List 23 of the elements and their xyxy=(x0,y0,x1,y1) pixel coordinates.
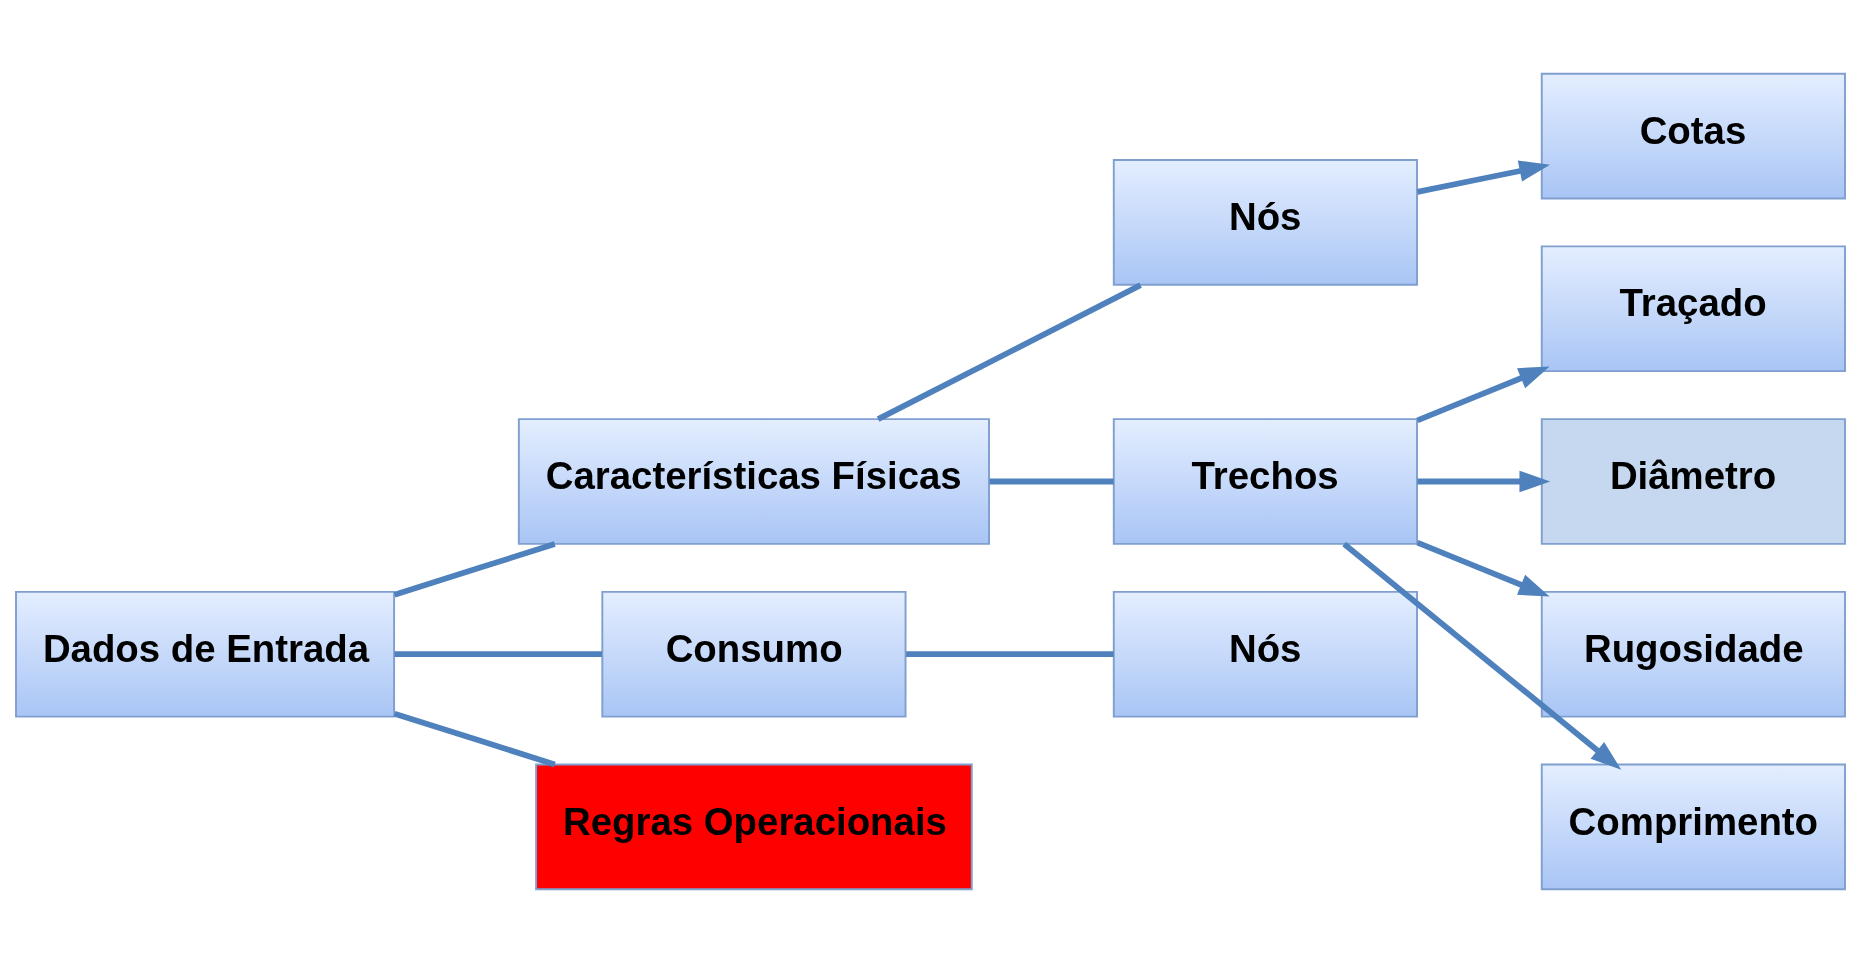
node-box: Nós xyxy=(1112,159,1418,286)
node-box: Cotas xyxy=(1540,72,1846,200)
connector xyxy=(906,651,1114,658)
arrow xyxy=(1416,160,1551,195)
arrow xyxy=(1417,470,1551,493)
node-box: Trechos xyxy=(1112,418,1418,545)
arrow xyxy=(1416,539,1550,597)
node-box: Características Físicas xyxy=(517,418,990,545)
node-box: Dados de Entrada xyxy=(15,590,396,718)
connector xyxy=(393,541,556,598)
node-box: Traçado xyxy=(1540,245,1846,373)
node-box: Comprimento xyxy=(1540,763,1846,891)
node-box: Consumo xyxy=(601,590,907,718)
node-box: Nós xyxy=(1112,590,1418,718)
connector xyxy=(393,710,556,768)
connector xyxy=(989,478,1114,485)
arrow xyxy=(1342,541,1622,770)
connector xyxy=(876,282,1142,422)
connector xyxy=(394,651,602,658)
arrow xyxy=(1416,366,1550,424)
node-box: Regras Operacionais xyxy=(535,763,973,891)
node-box: Diâmetro xyxy=(1540,418,1846,545)
node-box: Rugosidade xyxy=(1540,590,1846,718)
